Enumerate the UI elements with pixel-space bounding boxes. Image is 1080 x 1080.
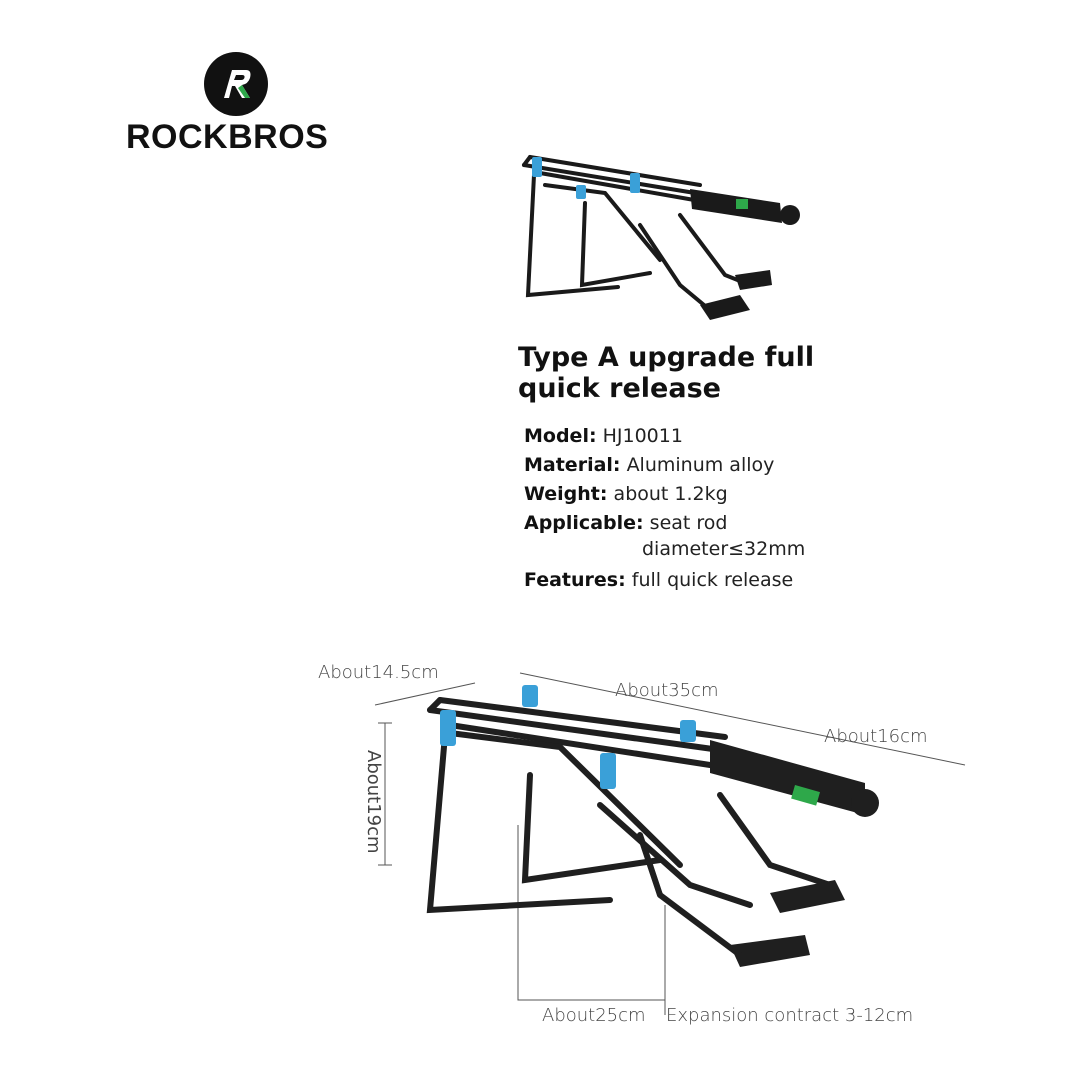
spec-list: Model: HJ10011 Material: Aluminum alloy … xyxy=(524,422,844,595)
dim-width-label: About14.5cm xyxy=(318,662,439,683)
spec-features: Features: full quick release xyxy=(524,566,844,595)
spec-features-key: Features: xyxy=(524,569,626,591)
spec-material-value: Aluminum alloy xyxy=(626,454,775,476)
spec-applicable-value-cont: diameter≤32mm xyxy=(642,538,806,560)
rockbros-logo-icon xyxy=(204,52,268,116)
spec-model-key: Model: xyxy=(524,425,597,447)
rack-dimension-diagram xyxy=(374,672,966,1015)
brand-name: ROCKBROS xyxy=(126,118,329,156)
spec-weight-key: Weight: xyxy=(524,483,608,505)
spec-weight-value: about 1.2kg xyxy=(613,483,728,505)
spec-model: Model: HJ10011 xyxy=(524,422,844,451)
spec-applicable-value: seat rod xyxy=(649,512,728,534)
spec-model-value: HJ10011 xyxy=(602,425,683,447)
dim-bottom-length-label: About25cm xyxy=(542,1005,646,1026)
rear-rack-product-image xyxy=(522,155,800,320)
spec-applicable-key: Applicable: xyxy=(524,512,644,534)
dim-height-label: About19cm xyxy=(363,750,384,854)
product-title: Type A upgrade full quick release xyxy=(518,342,858,404)
spec-features-value: full quick release xyxy=(631,569,794,591)
dim-length-label: About35cm xyxy=(615,680,719,701)
spec-applicable: Applicable: seat rod diameter≤32mm xyxy=(524,509,844,560)
spec-material: Material: Aluminum alloy xyxy=(524,451,844,480)
dim-post-label: About16cm xyxy=(824,726,928,747)
product-title-line2: quick release xyxy=(518,373,721,404)
dim-expansion-label: Expansion contract 3-12cm xyxy=(666,1005,914,1026)
spec-material-key: Material: xyxy=(524,454,621,476)
product-title-line1: Type A upgrade full xyxy=(518,342,815,373)
spec-weight: Weight: about 1.2kg xyxy=(524,480,844,509)
